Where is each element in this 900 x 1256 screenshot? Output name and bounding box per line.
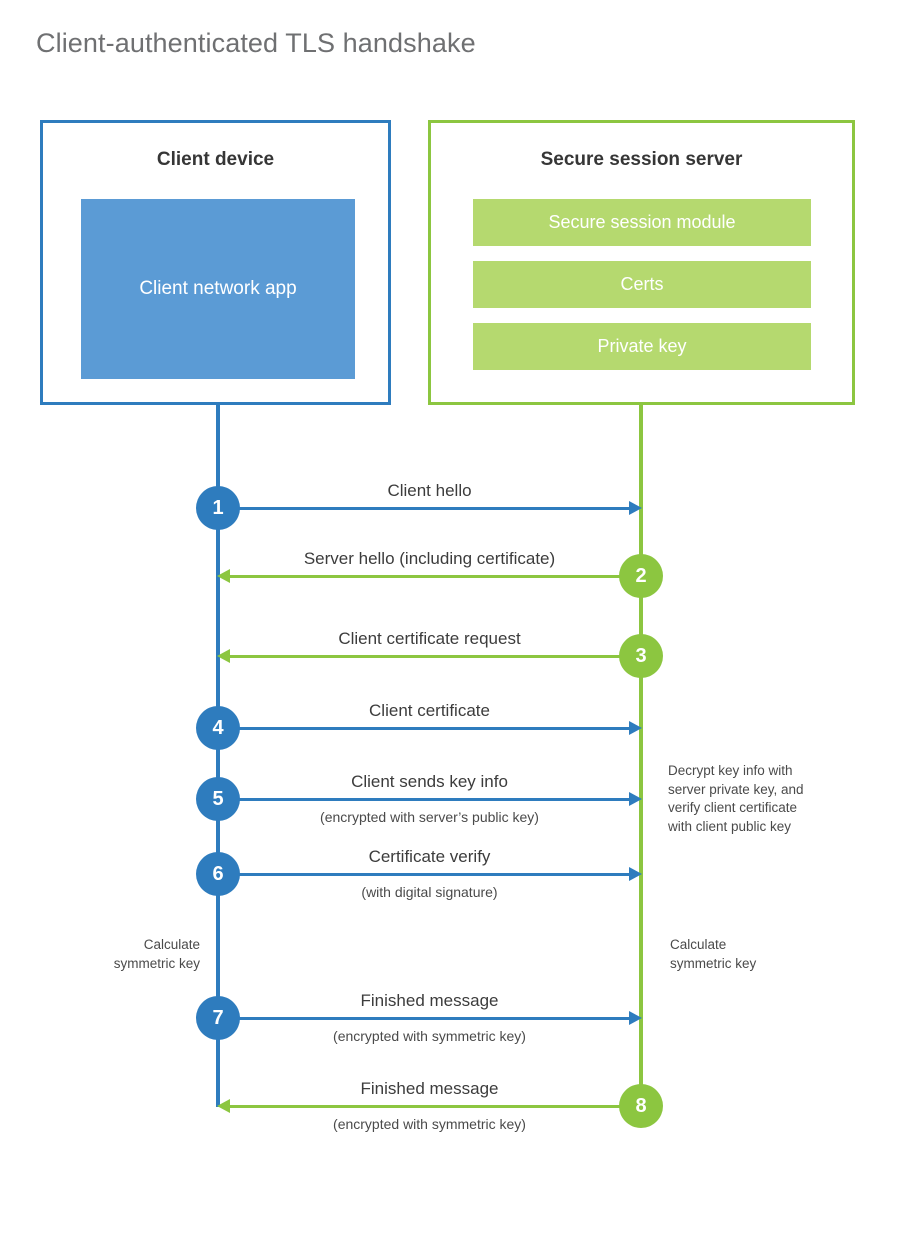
arrow-head xyxy=(217,569,230,583)
client-network-app-block: Client network app xyxy=(81,199,355,379)
arrow-line xyxy=(218,1017,630,1020)
arrow-head xyxy=(629,721,642,735)
arrow-head xyxy=(629,792,642,806)
message-sublabel-8: (encrypted with symmetric key) xyxy=(333,1116,526,1132)
message-label-8: Finished message xyxy=(360,1079,499,1098)
message-sublabel-5: (encrypted with server’s public key) xyxy=(320,809,539,825)
message-label-1: Client hello xyxy=(387,481,472,500)
arrow-line xyxy=(218,798,630,801)
arrow-line xyxy=(218,507,630,510)
server-module-certs: Certs xyxy=(473,261,811,308)
message-label-3: Client certificate request xyxy=(338,629,521,648)
step-circle-2[interactable]: 2 xyxy=(619,554,663,598)
message-label-4: Client certificate xyxy=(369,701,490,720)
message-sublabel-7: (encrypted with symmetric key) xyxy=(333,1028,526,1044)
message-label-5: Client sends key info xyxy=(351,772,508,791)
arrow-head xyxy=(217,649,230,663)
arrow-line xyxy=(218,727,630,730)
step-circle-7[interactable]: 7 xyxy=(196,996,240,1040)
message-label-2: Server hello (including certificate) xyxy=(303,549,556,568)
server-module-private-key: Private key xyxy=(473,323,811,370)
arrow-head xyxy=(629,1011,642,1025)
arrow-line xyxy=(229,655,641,658)
client-device-title: Client device xyxy=(156,149,275,170)
page-title: Client-authenticated TLS handshake xyxy=(36,28,476,58)
arrow-line xyxy=(229,1105,641,1108)
step-circle-3[interactable]: 3 xyxy=(619,634,663,678)
server-module-secure-session-module: Secure session module xyxy=(473,199,811,246)
step-circle-5[interactable]: 5 xyxy=(196,777,240,821)
note-client-calculate-symmetric-key: Calculate symmetric key xyxy=(113,937,200,971)
message-sublabel-6: (with digital signature) xyxy=(361,884,498,900)
note-server-decrypt-verify: Decrypt key info with server private key… xyxy=(668,763,804,834)
step-circle-1[interactable]: 1 xyxy=(196,486,240,530)
arrow-head xyxy=(217,1099,230,1113)
message-label-6: Certificate verify xyxy=(368,847,491,866)
secure-session-server-title: Secure session server xyxy=(540,149,743,170)
arrow-head xyxy=(629,867,642,881)
arrow-head xyxy=(629,501,642,515)
secure-session-server-box: Secure session server Secure session mod… xyxy=(428,120,855,405)
arrow-line xyxy=(218,873,630,876)
step-circle-8[interactable]: 8 xyxy=(619,1084,663,1128)
step-circle-6[interactable]: 6 xyxy=(196,852,240,896)
note-server-calculate-symmetric-key: Calculate symmetric key xyxy=(670,937,757,971)
arrow-line xyxy=(229,575,641,578)
server-lifeline xyxy=(639,405,643,1107)
message-label-7: Finished message xyxy=(360,991,499,1010)
client-device-box: Client device Client network app xyxy=(40,120,391,405)
step-circle-4[interactable]: 4 xyxy=(196,706,240,750)
client-lifeline xyxy=(216,405,220,1107)
